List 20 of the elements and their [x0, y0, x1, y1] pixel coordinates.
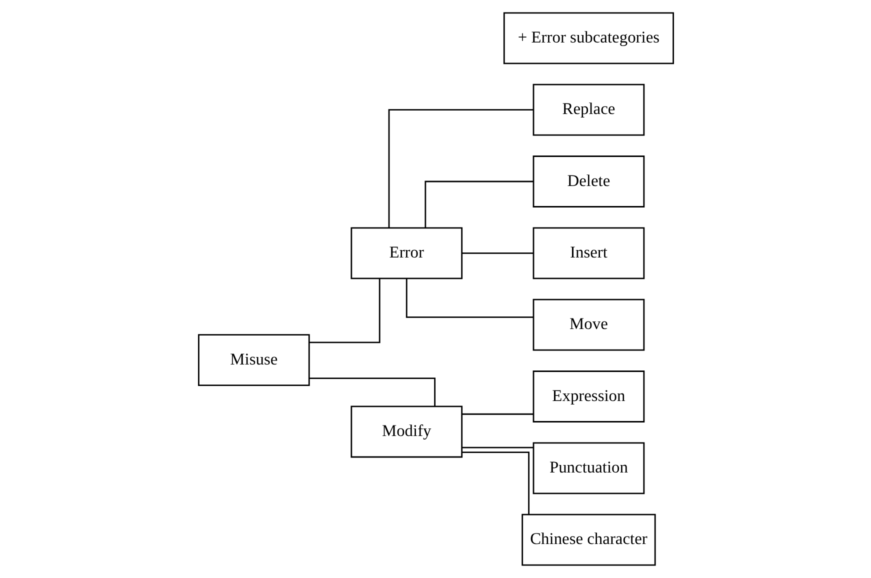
- connector: [308, 378, 436, 406]
- node-box: Insert: [532, 227, 644, 280]
- connector: [308, 278, 380, 344]
- connector: [388, 109, 533, 228]
- node-box: Delete: [532, 156, 644, 208]
- node-box: Replace: [532, 84, 644, 136]
- connector: [424, 180, 533, 228]
- node-box: Misuse: [198, 334, 310, 386]
- node-box: Chinese character: [521, 514, 656, 566]
- connector: [462, 452, 529, 514]
- node-box: Move: [532, 298, 644, 351]
- node-box: Punctuation: [532, 442, 644, 494]
- node-box: Modify: [350, 406, 462, 458]
- connector: [462, 446, 533, 448]
- node-box: + Error subcategories: [502, 12, 674, 64]
- connector: [462, 413, 533, 415]
- node-box: Error: [350, 227, 462, 280]
- connector: [462, 252, 533, 254]
- node-box: Expression: [532, 370, 644, 422]
- connector: [405, 278, 533, 318]
